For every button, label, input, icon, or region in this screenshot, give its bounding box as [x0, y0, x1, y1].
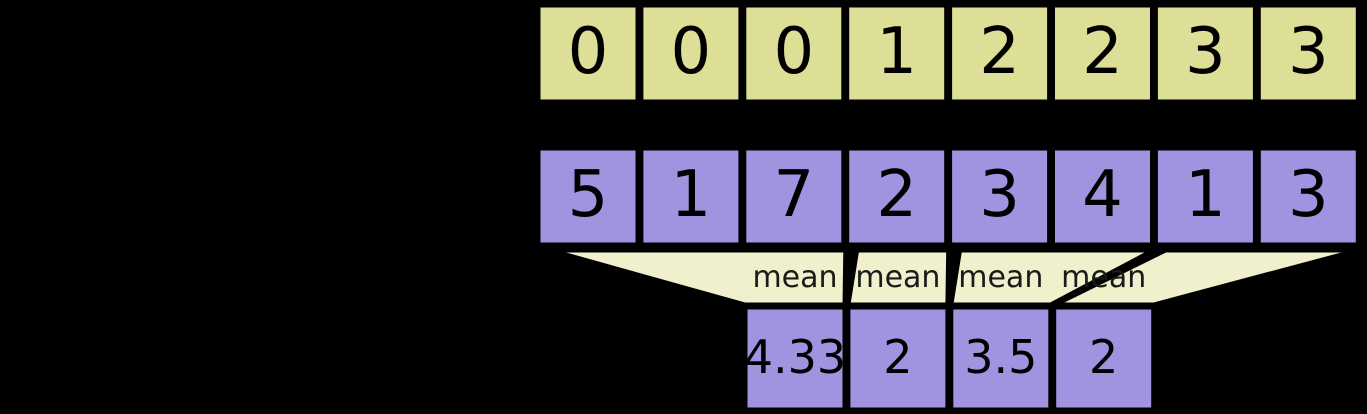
index-cell: [1050, 2, 1155, 105]
value-cell-label: 1: [1185, 158, 1226, 232]
result-cell: [742, 304, 848, 413]
result-cell-label: 3.5: [964, 330, 1037, 384]
value-cell-label: 2: [876, 158, 917, 232]
index-cell: [638, 2, 744, 105]
value-cell: [638, 145, 744, 248]
value-cell: [1152, 145, 1258, 248]
value-cell: [844, 145, 950, 248]
value-cell-label: 5: [568, 158, 609, 232]
index-cell: [1152, 2, 1258, 105]
index-cell-label: 1: [876, 15, 917, 89]
value-cell-label: 7: [773, 158, 814, 232]
result-cell-label: 2: [883, 330, 912, 384]
index-cell: [1255, 2, 1361, 105]
value-cell-label: 3: [979, 158, 1020, 232]
result-cell: [845, 304, 951, 413]
mean-funnel-label: mean: [958, 260, 1043, 295]
result-cell: [948, 304, 1054, 413]
index-cell-label: 3: [1288, 15, 1329, 89]
value-cell-label: 1: [671, 158, 712, 232]
index-cell-label: 3: [1185, 15, 1226, 89]
result-cell: [1051, 304, 1157, 413]
mean-funnel-label: mean: [752, 260, 837, 295]
mean-funnel-label: mean: [1061, 260, 1146, 295]
value-cell-label: 3: [1288, 158, 1329, 232]
index-cell: [844, 2, 950, 105]
value-cell: [535, 145, 641, 248]
value-cell-label: 4: [1082, 158, 1123, 232]
index-cell-label: 0: [671, 15, 712, 89]
index-cell: [535, 2, 641, 105]
value-cell: [741, 145, 847, 248]
index-cell: [947, 2, 1053, 105]
result-cell-label: 2: [1089, 330, 1118, 384]
index-cell-label: 2: [1082, 15, 1123, 89]
index-cell-label: 0: [568, 15, 609, 89]
value-cell: [1050, 145, 1155, 248]
value-cell: [1255, 145, 1361, 248]
pooled-output-row: 4.33 2 3.5 2: [742, 304, 1157, 413]
result-cell-label: 4.33: [744, 330, 846, 384]
mean-funnel-label: mean: [855, 260, 940, 295]
index-cell-label: 2: [979, 15, 1020, 89]
index-cell-label: 0: [773, 15, 814, 89]
index-cell: [741, 2, 847, 105]
value-cell: [947, 145, 1053, 248]
mean-pooling-funnels: mean mean mean mean: [547, 247, 1361, 308]
